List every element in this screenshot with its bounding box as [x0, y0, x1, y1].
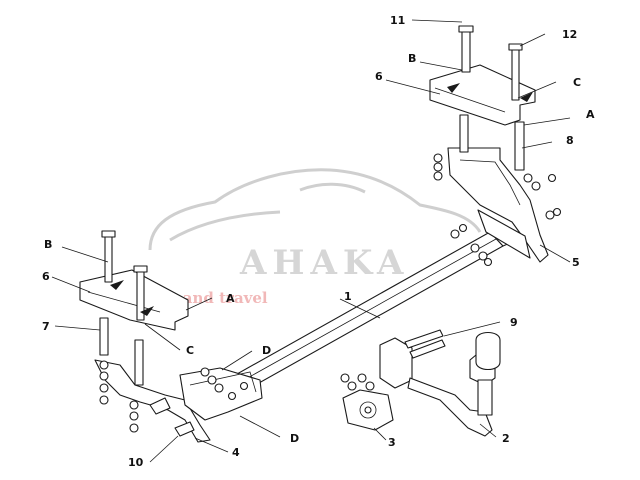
- callout-3: 3: [388, 436, 396, 449]
- callout-6-right: 6: [375, 70, 383, 83]
- callout-d-lower: D: [290, 432, 299, 445]
- right-mounting-plate: [429, 25, 536, 171]
- callout-4: 4: [232, 446, 240, 459]
- arrow-b-left: [110, 280, 124, 290]
- left-mounting-plate: [79, 230, 189, 331]
- tow-ball: [407, 331, 501, 437]
- leader-lines: [51, 19, 571, 463]
- callout-c-right: C: [573, 76, 581, 89]
- callout-10: 10: [128, 456, 144, 469]
- callout-2: 2: [502, 432, 510, 445]
- left-fasteners: [99, 360, 249, 437]
- socket-plate: [342, 389, 394, 431]
- callout-a-right: A: [586, 108, 595, 121]
- watermark-car-icon: [148, 168, 482, 251]
- arrow-c-left: [140, 306, 154, 316]
- spacer-8: [514, 121, 525, 171]
- bolt-11: [461, 29, 471, 73]
- callout-5: 5: [572, 256, 580, 269]
- callout-1: 1: [344, 290, 352, 303]
- callout-6-left: 6: [42, 270, 50, 283]
- callout-b-right: B: [408, 52, 416, 65]
- callout-7: 7: [42, 320, 50, 333]
- right-side-bracket: [447, 147, 549, 263]
- callout-8: 8: [566, 134, 574, 147]
- arrow-b-right: [447, 83, 460, 93]
- arrow-c-right: [520, 92, 533, 102]
- callout-11: 11: [390, 14, 405, 27]
- callout-c-left: C: [186, 344, 194, 357]
- bolt-9a: [404, 329, 444, 349]
- bolt-9b: [409, 339, 446, 359]
- center-mount: [340, 329, 446, 391]
- callout-b-left: B: [44, 238, 52, 251]
- watermark-brand: AHAKA: [239, 243, 409, 283]
- bolt-12: [511, 47, 520, 101]
- bolt-10: [174, 421, 195, 437]
- left-side-bracket: [94, 317, 263, 443]
- callout-a-left: A: [226, 292, 235, 305]
- callout-d-upper: D: [262, 344, 271, 357]
- callout-9: 9: [510, 316, 518, 329]
- spacer-7: [99, 317, 109, 356]
- bolt-left-b: [104, 234, 113, 283]
- callouts: 11 12 B 6 C A 8 5 B 6 A 1 7 9 C D 3 D 2 …: [42, 14, 595, 469]
- right-fasteners: [433, 153, 562, 267]
- callout-12: 12: [562, 28, 577, 41]
